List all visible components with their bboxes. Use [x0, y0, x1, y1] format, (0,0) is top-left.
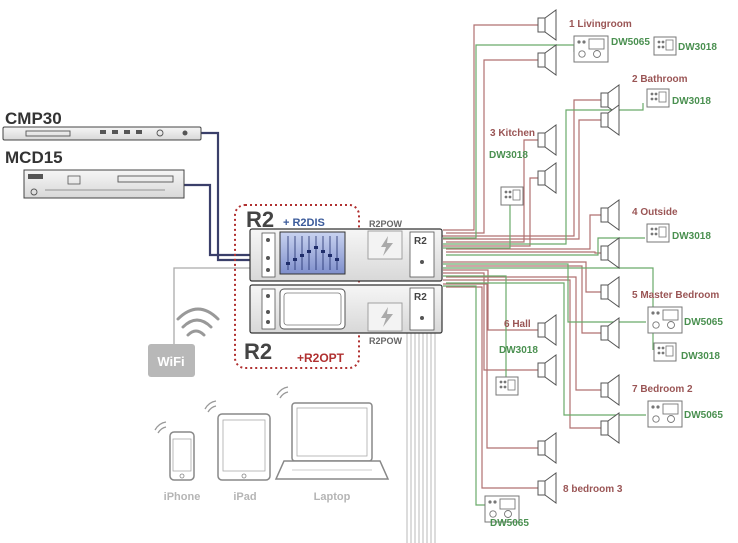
- speaker-icon: [537, 44, 557, 76]
- control-model-label: DW3018: [499, 345, 538, 356]
- iphone-signal-icon: [154, 421, 167, 434]
- control-model-label: DW3018: [672, 231, 711, 242]
- amp-unit-top: R2: [249, 228, 443, 282]
- room-3: 3 Kitchen DW3018: [489, 124, 557, 206]
- speaker-icon: [537, 354, 557, 386]
- keypad-icon: [653, 342, 677, 362]
- amp-top-badge: R2: [414, 236, 427, 247]
- speaker-icon: [600, 199, 620, 231]
- keypad-icon: [653, 36, 677, 56]
- speaker-icon: [537, 472, 557, 504]
- keypad-icon: [646, 223, 670, 243]
- speaker-icon: [600, 374, 620, 406]
- wifi-label: WiFi: [157, 354, 184, 369]
- wifi-cable: [173, 267, 250, 344]
- keypad-screen-icon: [647, 306, 683, 334]
- room-2: 2 Bathroom DW3018: [600, 74, 711, 136]
- keypad-icon: [495, 376, 519, 396]
- psu-bottom-label: R2POW: [369, 336, 403, 346]
- control-model-label: DW5065: [684, 317, 723, 328]
- bus-lines: [406, 330, 436, 543]
- mcd15-player: MCD15: [5, 148, 185, 199]
- device-label-iphone: iPhone: [164, 491, 201, 503]
- control-model-label: DW3018: [678, 42, 717, 53]
- control-model-label: DW5065: [611, 37, 650, 48]
- speaker-icon: [537, 432, 557, 464]
- control-model-label: DW5065: [490, 518, 529, 529]
- iphone-device: iPhone: [154, 421, 201, 503]
- control-model-label: DW3018: [672, 96, 711, 107]
- room-label: 4 Outside: [632, 207, 678, 218]
- speaker-icon: [600, 412, 620, 444]
- cmp30-label: CMP30: [5, 109, 62, 128]
- speaker-icon: [537, 162, 557, 194]
- device-label-laptop: Laptop: [314, 491, 351, 503]
- room-7: 7 Bedroom 2 DW5065: [600, 374, 723, 444]
- cmp30-player: CMP30: [2, 109, 202, 141]
- room-5: 5 Master Bedroom DW5065 DW3018: [600, 276, 723, 362]
- wifi-signal-icon: [176, 307, 220, 337]
- amp-top-addon: + R2DIS: [283, 217, 325, 229]
- room-8: 8 bedroom 3 DW5065: [484, 432, 623, 529]
- ipad-device: iPad: [204, 400, 271, 503]
- speaker-icon: [537, 314, 557, 346]
- room-label: 2 Bathroom: [632, 74, 688, 85]
- laptop-device: Laptop: [274, 386, 390, 503]
- keypad-icon: [500, 186, 524, 206]
- room-6: 6 Hall DW3018: [495, 314, 557, 396]
- speaker-icon: [600, 237, 620, 269]
- amp-top-model: R2: [246, 207, 274, 232]
- control-model-label: DW3018: [489, 150, 528, 161]
- amp-bottom-model: R2: [244, 339, 272, 364]
- laptop-signal-icon: [276, 386, 289, 399]
- room-1: 1 Livingroom DW5065 DW3018: [537, 9, 717, 76]
- room-4: 4 Outside DW3018: [600, 199, 711, 269]
- wifi-router: WiFi: [148, 307, 220, 377]
- room-label: 1 Livingroom: [569, 19, 632, 30]
- keypad-screen-icon: [573, 35, 609, 63]
- amp-unit-bottom: R2: [249, 284, 443, 334]
- room-label: 5 Master Bedroom: [632, 290, 719, 301]
- keypad-screen-icon: [647, 400, 683, 428]
- speaker-icon: [537, 124, 557, 156]
- room-label: 6 Hall: [504, 319, 531, 330]
- control-model-label: DW5065: [684, 410, 723, 421]
- amp-bottom-addon: +R2OPT: [297, 351, 345, 365]
- device-label-ipad: iPad: [233, 491, 256, 503]
- amp-bottom-badge: R2: [414, 292, 427, 303]
- audio-cables: [183, 131, 250, 262]
- keypad-icon: [646, 88, 670, 108]
- speaker-wiring: [440, 24, 601, 489]
- room-label: 8 bedroom 3: [563, 484, 623, 495]
- mcd15-label: MCD15: [5, 148, 63, 167]
- psu-top-label: R2POW: [369, 219, 403, 229]
- speaker-icon: [600, 276, 620, 308]
- speaker-icon: [537, 9, 557, 41]
- room-label: 3 Kitchen: [490, 128, 535, 139]
- control-model-label: DW3018: [681, 351, 720, 362]
- room-label: 7 Bedroom 2: [632, 384, 693, 395]
- ipad-signal-icon: [204, 400, 217, 413]
